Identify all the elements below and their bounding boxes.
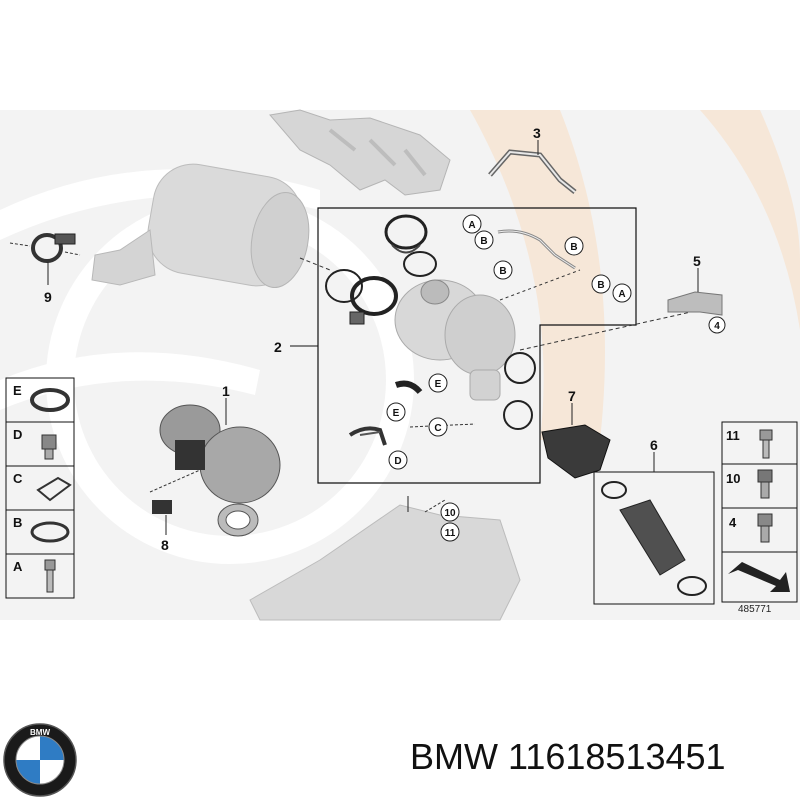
catalytic-converter bbox=[91, 163, 310, 289]
legend-label-4: 4 bbox=[729, 515, 737, 530]
legend-label-c: C bbox=[13, 471, 23, 486]
oil-line bbox=[497, 229, 576, 270]
bubble-c-1: C bbox=[434, 423, 441, 434]
callout-7: 7 bbox=[568, 388, 576, 404]
legend-right-labels: 11 10 4 bbox=[726, 428, 740, 530]
legend-label-b: B bbox=[13, 515, 22, 530]
callout-labels: 1 2 3 5 6 7 8 9 bbox=[44, 125, 701, 553]
callout-11-circled: 11 bbox=[445, 528, 456, 539]
legend-left-labels: E D C B A bbox=[13, 383, 23, 574]
part-6-box bbox=[593, 452, 715, 605]
legend-right bbox=[721, 421, 798, 603]
clamp-part-9 bbox=[9, 233, 81, 285]
callout-3: 3 bbox=[533, 125, 541, 141]
legend-label-d: D bbox=[13, 427, 22, 442]
exploded-parts-diagram: 1 2 3 5 6 7 8 9 4 10 11 A B B B B A E E … bbox=[0, 109, 800, 621]
callout-5: 5 bbox=[693, 253, 701, 269]
exhaust-manifold bbox=[269, 109, 451, 196]
bubble-e-2: E bbox=[393, 408, 400, 419]
legend-left bbox=[5, 377, 75, 599]
callout-8: 8 bbox=[161, 537, 169, 553]
bubble-a-1: A bbox=[468, 220, 475, 231]
turbo-assembly-box bbox=[290, 207, 637, 484]
part-number: 11618513451 bbox=[508, 736, 726, 777]
legend-label-e: E bbox=[13, 383, 22, 398]
legend-label-a: A bbox=[13, 559, 23, 574]
part-caption: BMW 11618513451 bbox=[410, 736, 726, 778]
letter-bubbles: A B B B B A E E C D bbox=[386, 214, 632, 470]
legend-label-11: 11 bbox=[726, 428, 740, 443]
bubble-e-1: E bbox=[435, 379, 442, 390]
part-8-sensor bbox=[152, 500, 172, 535]
logo-letters: BMW bbox=[30, 728, 50, 737]
bubble-d-1: D bbox=[394, 456, 401, 467]
brand-name: BMW bbox=[410, 736, 498, 777]
turbocharger-part-1 bbox=[149, 398, 281, 537]
gaskets-and-clamps bbox=[325, 214, 536, 446]
bracket-part-5 bbox=[667, 268, 723, 316]
turbocharger-exploded bbox=[299, 257, 701, 401]
callout-4-circled: 4 bbox=[714, 321, 720, 332]
circled-callouts: 4 10 11 bbox=[440, 316, 726, 542]
bubble-b-4: B bbox=[597, 280, 604, 291]
diagram-reference-number: 485771 bbox=[738, 604, 772, 615]
callout-6: 6 bbox=[650, 437, 658, 453]
bubble-a-2: A bbox=[618, 289, 625, 300]
callout-9: 9 bbox=[44, 289, 52, 305]
callout-1: 1 bbox=[222, 383, 230, 399]
bubble-b-1: B bbox=[480, 236, 487, 247]
pipe-part-3 bbox=[488, 140, 577, 194]
callout-2: 2 bbox=[274, 339, 282, 355]
bubble-b-3: B bbox=[570, 242, 577, 253]
bmw-logo: BMW bbox=[3, 723, 77, 797]
bubble-b-2: B bbox=[499, 266, 506, 277]
callout-10-circled: 10 bbox=[444, 508, 456, 519]
part-7-hose bbox=[541, 403, 611, 479]
legend-label-10: 10 bbox=[726, 471, 740, 486]
